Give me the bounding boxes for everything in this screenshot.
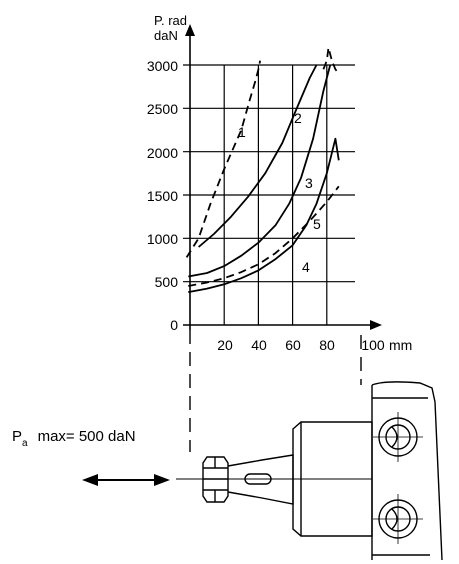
x-axis-arrow-icon [370,320,382,330]
load-curve-5 [188,185,340,287]
load-curves [185,46,340,293]
curve-label-3: 3 [305,175,313,191]
y-tick-label: 2000 [147,145,178,161]
load-direction-arrow-icon [82,474,170,486]
x-tick-labels: 20 40 60 80 100 [217,337,385,353]
load-curve-1 [185,60,261,258]
x-tick-label: 80 [319,337,335,353]
x-tick-label: 100 [361,337,385,353]
mounting-bolt-bottom [373,494,423,544]
y-axis-title-line2: daN [154,28,178,43]
shaft-nut [202,456,229,503]
load-curve-4 [188,137,340,293]
x-tick-label: 20 [217,337,233,353]
load-curve-2 [198,64,318,248]
projection-lines [189,330,362,452]
y-axis-title-line1: P. rad [154,13,187,28]
load-chart: P. rad daN mm 0 500 1000 1500 2000 2500 … [147,13,412,353]
shaft-keyway [244,473,272,485]
y-tick-label: 1500 [147,188,178,204]
x-tick-label: 60 [285,337,301,353]
mounting-bolt-top [373,412,423,462]
load-curve-3 [188,64,332,278]
y-tick-labels: 0 500 1000 1500 2000 2500 3000 [147,58,178,333]
load-symbol: P [12,428,23,445]
load-subscript: a [22,438,28,449]
curve-label-5: 5 [313,216,321,232]
radial-load-label: Pa max= 500 daN [12,428,136,449]
x-axis-unit: mm [389,337,412,353]
y-tick-label: 3000 [147,58,178,74]
curve-labels: 1 2 3 5 4 [238,110,321,275]
load-curve-aux-5 [322,46,340,75]
y-tick-label: 0 [170,317,178,333]
y-tick-label: 1000 [147,231,178,247]
curve-label-2: 2 [294,110,302,126]
y-axis-arrow-icon [185,24,195,36]
curve-label-1: 1 [238,124,246,140]
x-tick-label: 40 [251,337,267,353]
chart-grid [183,64,355,325]
y-tick-label: 500 [155,274,179,290]
y-tick-label: 2500 [147,101,178,117]
motor-shaft-drawing [82,381,443,561]
curve-label-4: 4 [302,259,310,275]
chart-axes: P. rad daN mm [154,13,412,353]
load-text: max= 500 daN [37,428,136,445]
